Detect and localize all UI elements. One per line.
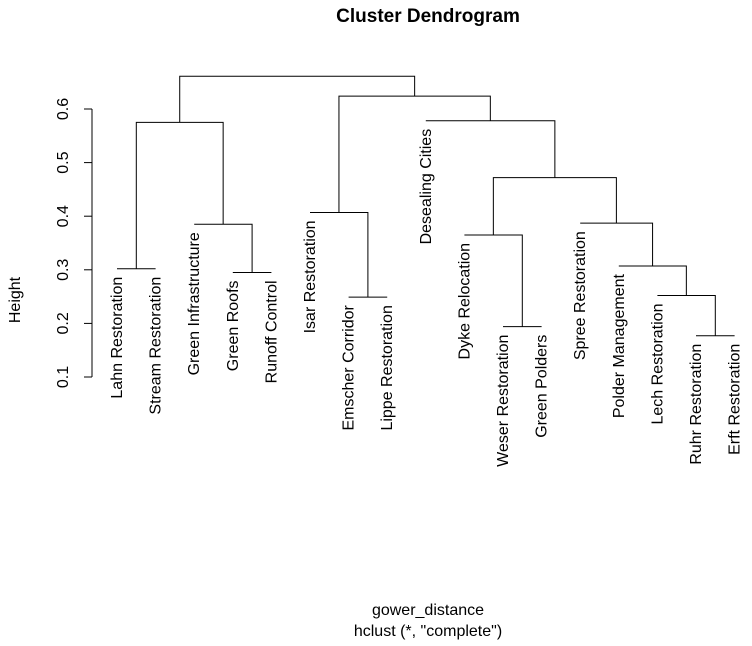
leaf-label: Stream Restoration — [148, 277, 165, 415]
y-tick-label: 0.2 — [55, 312, 72, 334]
leaf-label: Ruhr Restoration — [688, 344, 705, 465]
leaf-label: Erft Restoration — [727, 344, 744, 455]
merge-branch — [464, 234, 523, 327]
chart-title: Cluster Dendrogram — [336, 6, 520, 27]
leaf-label: Emscher Corridor — [341, 304, 358, 430]
merge-branch — [194, 223, 253, 273]
merge-branch — [179, 75, 416, 123]
merge-branch — [338, 95, 491, 213]
leaf-label: Green Roofs — [225, 280, 242, 371]
leaf-label: Green Polders — [534, 335, 551, 438]
dendrogram-tree — [117, 75, 735, 337]
leaf-label: Polder Management — [611, 274, 628, 419]
leaf-label: Isar Restoration — [302, 220, 319, 333]
hclust-method-label: hclust (*, "complete") — [354, 623, 502, 640]
leaf-label: Spree Restoration — [572, 231, 589, 360]
merge-branch — [492, 177, 617, 235]
y-axis-label: Height — [7, 276, 24, 323]
merge-branch — [135, 121, 224, 269]
leaf-label: Lahn Restoration — [109, 277, 126, 399]
leaf-label: Lippe Restoration — [379, 305, 396, 430]
merge-branch — [425, 120, 556, 178]
y-tick-label: 0.6 — [55, 98, 72, 120]
y-axis: 0.1 0.2 0.3 0.4 0.5 0.6 — [55, 98, 93, 388]
merge-branch — [310, 211, 369, 298]
merge-branch — [618, 265, 687, 296]
leaf-label: Green Infrastructure — [186, 232, 203, 375]
leaf-label: Dyke Relocation — [456, 243, 473, 360]
y-tick-label: 0.4 — [55, 205, 72, 227]
y-tick-label: 0.1 — [55, 366, 72, 388]
leaf-label: Desealing Cities — [418, 129, 435, 245]
leaf-label: Weser Restoration — [495, 335, 512, 467]
leaf-labels: Lahn Restoration Stream Restoration Green … — [109, 129, 744, 467]
merge-branch — [657, 295, 716, 336]
leaf-label: Runoff Control — [263, 280, 280, 383]
merge-branch — [580, 222, 654, 267]
y-tick-label: 0.5 — [55, 151, 72, 173]
y-tick-label: 0.3 — [55, 259, 72, 281]
x-axis-label: gower_distance — [372, 602, 484, 619]
leaf-label: Lech Restoration — [649, 304, 666, 425]
